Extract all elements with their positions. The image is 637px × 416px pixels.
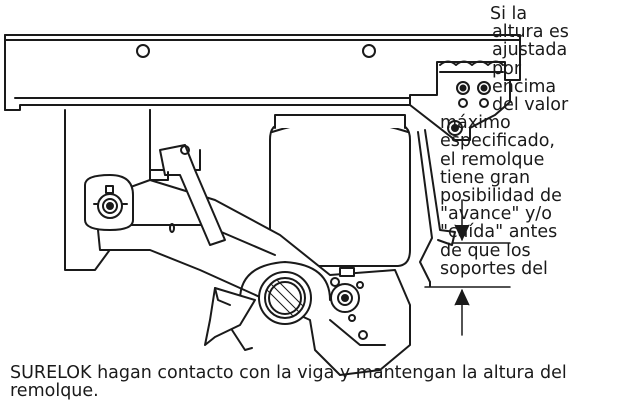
paragraph-line: posibilidad de [440,186,562,207]
pivot-bushing [84,174,134,231]
paragraph-line: remolque. [10,381,99,402]
paragraph-line: ajustada [492,40,568,61]
surelok-hook [204,287,256,351]
paragraph-line: altura es [492,22,569,43]
clearance-dimension [424,199,511,336]
paragraph-line: el remolque [440,149,545,170]
paragraph-line: tiene gran [440,167,531,188]
air-spring [269,114,411,267]
frame-hole-right [362,44,376,58]
paragraph-line: del valor [492,95,569,116]
paragraph-line: Si la [490,4,528,24]
surelok-pivot [329,267,386,346]
paragraph-line: máximo [440,113,511,134]
paragraph-line: "avance" y/o [440,204,552,225]
frame-hole-left [136,44,150,58]
paragraph-line: por [492,58,522,79]
rear-bracket [409,60,511,141]
upper-strap [149,144,226,246]
paragraph-line: encima [492,76,557,97]
paragraph-line: SURELOK hagan contacto con la viga y man… [10,363,567,383]
warning-paragraph-bottom: SURELOK hagan contacto con la viga y man… [10,363,630,402]
paragraph-line: "caída" antes [440,222,558,243]
paragraph-line: especificado, [440,131,555,152]
paragraph-line: de que los [440,240,531,261]
height-control-rod [417,129,456,287]
axle [239,261,331,325]
paragraph-line: soportes del [440,258,548,279]
